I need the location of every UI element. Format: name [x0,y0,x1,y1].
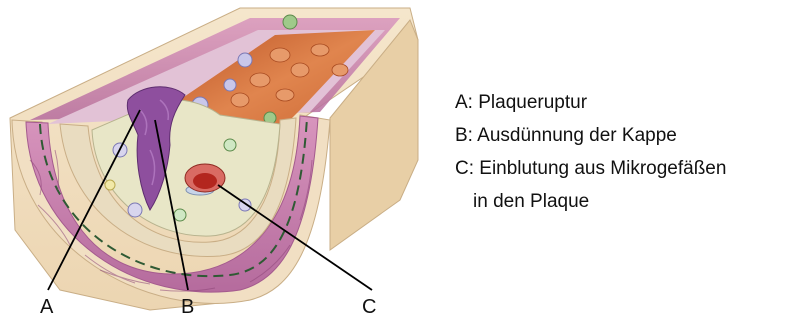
legend-item-c: C: Einblutung aus Mikrogefäßen [455,152,726,185]
pointer-label-a: A [40,296,53,319]
legend-item-a: A: Plaqueruptur [455,86,726,119]
legend-item-c-continued: in den Plaque [455,185,726,218]
legend: A: Plaqueruptur B: Ausdünnung der Kappe … [455,86,726,218]
legend-item-b: B: Ausdünnung der Kappe [455,119,726,152]
intraplaque-hemorrhage [185,164,225,192]
pointer-label-b: B [181,296,194,319]
pointer-label-c: C [362,296,376,319]
